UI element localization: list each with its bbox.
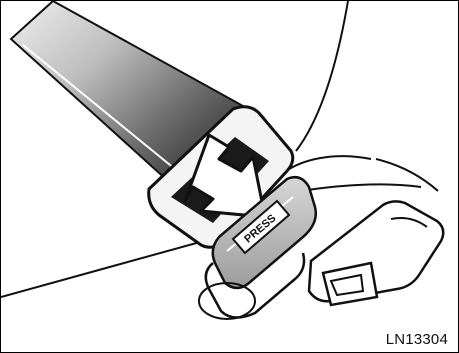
figure-code: LN13304 (386, 331, 448, 348)
belt-anchor (309, 201, 443, 305)
